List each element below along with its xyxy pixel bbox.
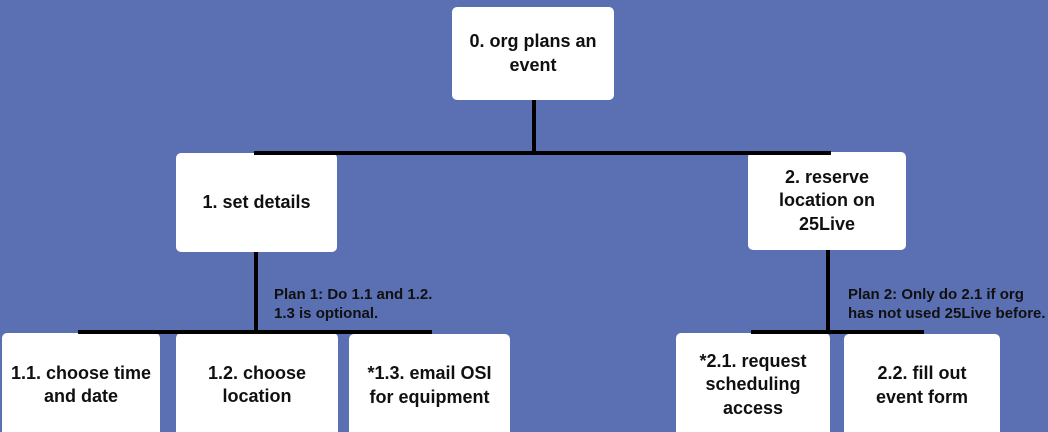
node-org-plans-event: 0. org plans an event: [452, 7, 614, 100]
connector-root-vertical: [532, 100, 536, 154]
node-reserve-location-25live: 2. reserve location on 25Live: [748, 152, 906, 250]
node-choose-time-and-date: 1.1. choose time and date: [2, 333, 160, 432]
node-set-details: 1. set details: [176, 153, 337, 252]
node-request-scheduling-access: *2.1. request scheduling access: [676, 333, 830, 432]
annotation-plan1: Plan 1: Do 1.1 and 1.2. 1.3 is optional.: [274, 286, 433, 322]
node-choose-location: 1.2. choose location: [176, 333, 338, 432]
connector-plan2-horizontal: [751, 330, 924, 334]
connector-reserve-vertical: [826, 250, 830, 334]
node-email-osi-for-equipment: *1.3. email OSI for equipment: [349, 334, 510, 432]
connector-level1-horizontal: [254, 151, 831, 155]
node-fill-out-event-form: 2.2. fill out event form: [844, 334, 1000, 432]
annotation-plan2: Plan 2: Only do 2.1 if org has not used …: [848, 286, 1046, 322]
connector-plan1-horizontal: [78, 330, 432, 334]
connector-set-details-vertical: [254, 252, 258, 334]
